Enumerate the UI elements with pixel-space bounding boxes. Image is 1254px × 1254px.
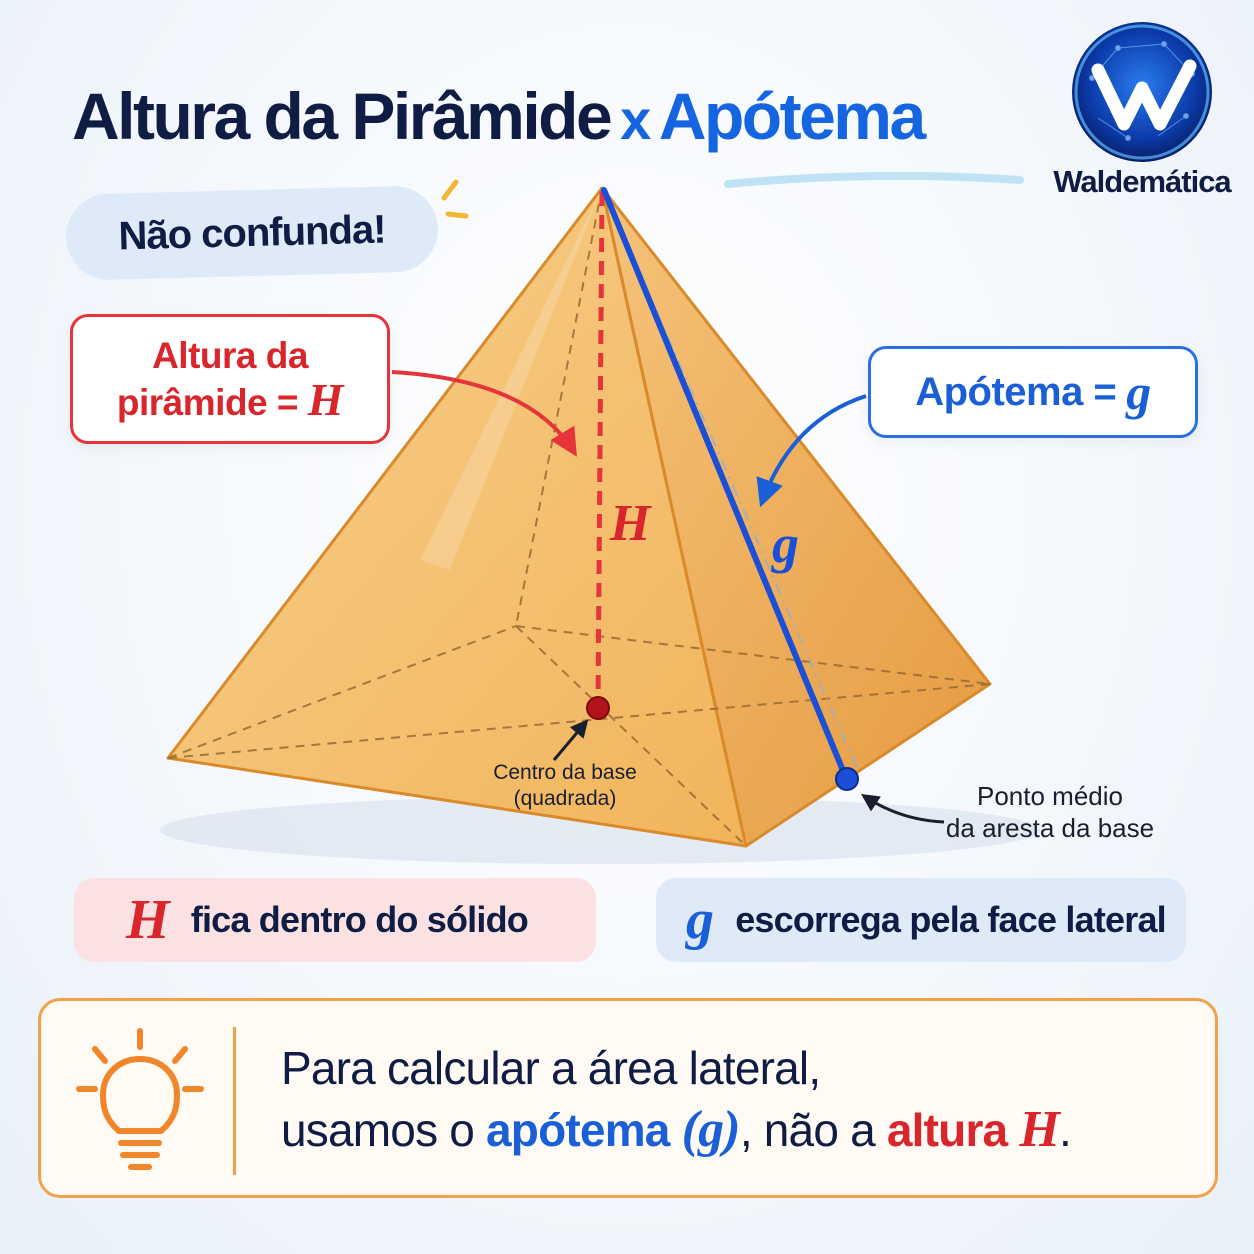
tip-divider (233, 1027, 236, 1175)
height-label-line2-text: pirâmide = (116, 381, 299, 423)
apothem-label-box: Apótema =g (868, 346, 1198, 438)
tip-line2-end: . (1058, 1104, 1072, 1156)
height-label-box: Altura da pirâmide = H (70, 314, 390, 444)
pyramid-front-right-face (600, 186, 992, 848)
apothem-fact-text: escorrega pela face lateral (735, 899, 1166, 940)
midpoint-note-line1: Ponto médio (977, 781, 1123, 811)
center-note: Centro da base (quadrada) (470, 760, 660, 812)
height-label-arrow (391, 370, 577, 457)
midpoint-note: Ponto médio da aresta da base (930, 780, 1170, 844)
height-var-label: H (609, 495, 652, 552)
apothem-fact-pill: g escorrega pela face lateral (656, 878, 1186, 962)
height-label-line2: pirâmide = H (116, 376, 344, 425)
tip-line1: Para calcular a área lateral, (281, 1042, 821, 1094)
lightbulb-icon (76, 1028, 204, 1170)
tip-kw-apothem: apótema (486, 1104, 670, 1156)
height-line (595, 191, 605, 705)
height-fact-text: fica dentro do sólido (190, 899, 529, 940)
apothem-label-var: g (1126, 364, 1151, 420)
title-part-height: Altura da Pirâmide (72, 79, 613, 153)
apothem-label-arrow (756, 394, 867, 508)
tip-line2: usamos o apótema (g), não a altura H. (281, 1099, 1201, 1161)
midpoint-note-line2: da aresta da base (945, 813, 1155, 843)
height-label-line1: Altura da (152, 334, 308, 376)
apothem-line (601, 187, 849, 781)
title-versus: x (620, 88, 651, 151)
tip-line2-a: usamos o (281, 1104, 475, 1156)
base-center-point (586, 696, 610, 720)
height-fact-pill: H fica dentro do sólido (74, 878, 596, 962)
apothem-label-text: Apótema = (915, 369, 1117, 414)
edge-midpoint-point (835, 767, 859, 791)
center-note-line2: (quadrada) (513, 787, 617, 810)
midpoint-note-arrow (861, 794, 945, 824)
tip-box: Para calcular a área lateral, usamos o a… (38, 998, 1218, 1198)
height-fact-var: H (126, 889, 170, 951)
logo-text: Waldemática (1053, 164, 1231, 199)
tip-text: Para calcular a área lateral, usamos o a… (281, 1037, 1201, 1161)
tip-var-g: (g) (681, 1101, 741, 1158)
w-logo-icon (1072, 22, 1212, 162)
tip-var-h: H (1019, 1101, 1059, 1158)
center-note-arrow (552, 719, 589, 761)
apothem-fact-var: g (686, 889, 714, 951)
center-note-line1: Centro da base (493, 761, 637, 784)
title-part-apothem: Apótema (658, 79, 926, 153)
height-label-var: H (307, 373, 344, 425)
tip-kw-height: altura (886, 1104, 1008, 1156)
apothem-var-label: g (771, 514, 799, 574)
tip-line2-b: , não a (739, 1104, 876, 1156)
title-underline (724, 171, 1024, 188)
